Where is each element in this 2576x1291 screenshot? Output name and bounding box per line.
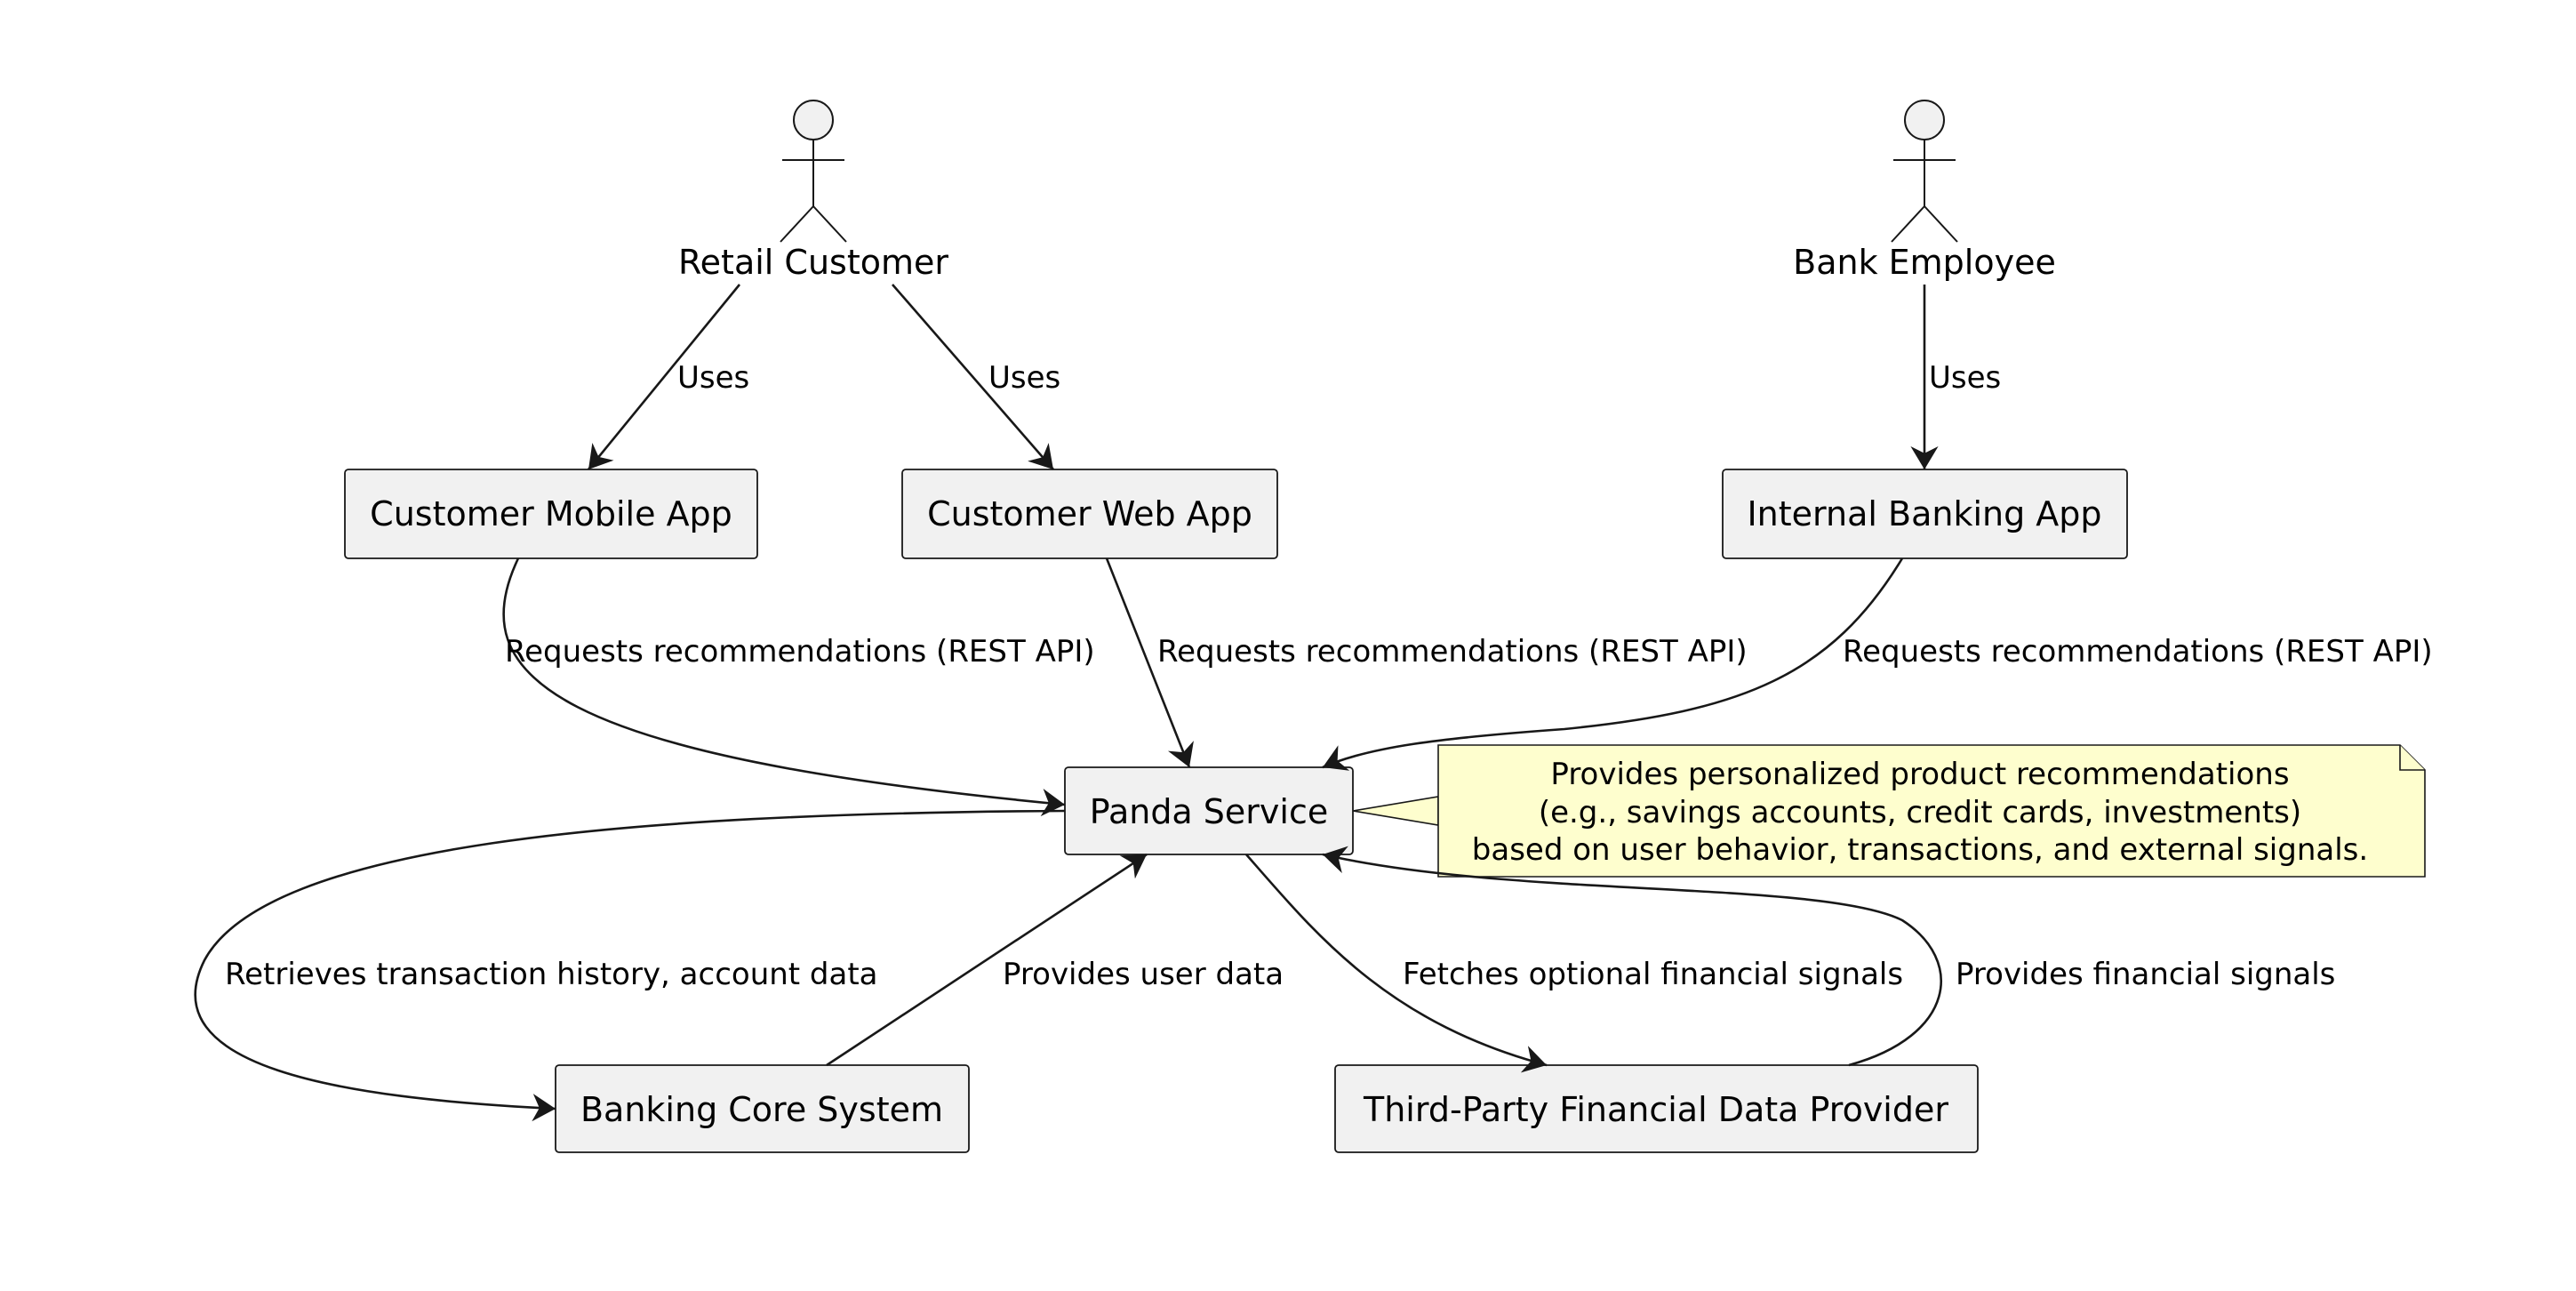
bank-employee-head [1904, 100, 1945, 140]
internal-banking-app-label: Internal Banking App [1747, 494, 2101, 533]
note-line-1: Provides personalized product recommenda… [1550, 757, 2289, 792]
edge-panda-to-core-line [194, 809, 1066, 1122]
edge-panda-to-provider: Fetches optional financial signals [1245, 854, 1903, 1073]
edge-panda-to-core: Retrieves transaction history, account d… [194, 809, 1066, 1122]
retail-customer-leg-left [780, 205, 814, 243]
edge-employee-to-internal-label: Uses [1929, 360, 2001, 396]
bank-employee-leg-right [1924, 205, 1958, 243]
edge-web-to-panda-label: Requests recommendations (REST API) [1157, 634, 1748, 670]
edge-core-to-panda: Provides user data [826, 853, 1284, 1067]
edge-core-to-panda-label: Provides user data [1003, 957, 1284, 992]
note-fold [2399, 745, 2425, 771]
panda-service-box[interactable]: Panda Service [1064, 766, 1354, 855]
customer-web-app-label: Customer Web App [927, 494, 1252, 533]
banking-core-system-label: Banking Core System [580, 1090, 943, 1129]
retail-customer-label: Retail Customer [678, 243, 948, 282]
panda-service-note: Provides personalized product recommenda… [1352, 744, 2426, 878]
banking-core-system-box[interactable]: Banking Core System [555, 1064, 970, 1153]
edge-panda-to-provider-line [1245, 854, 1548, 1073]
internal-banking-app-box[interactable]: Internal Banking App [1722, 469, 2128, 559]
edge-web-to-panda-line [1105, 557, 1194, 768]
edge-retail-to-mobile-label: Uses [677, 360, 749, 396]
panda-service-label: Panda Service [1090, 792, 1329, 831]
bank-employee-leg-left [1891, 205, 1925, 243]
third-party-provider-rect [1334, 1064, 1979, 1153]
edge-internal-to-panda: Requests recommendations (REST API) [1322, 557, 2433, 771]
edge-employee-to-internal: Uses [1910, 285, 2001, 469]
bank-employee-actor: Bank Employee [1793, 100, 2056, 282]
third-party-provider-label: Third-Party Financial Data Provider [1363, 1090, 1948, 1129]
customer-mobile-app-label: Customer Mobile App [370, 494, 732, 533]
edge-provider-to-panda-line [1322, 846, 1942, 1067]
edge-retail-to-mobile-line [587, 284, 741, 470]
third-party-provider-box[interactable]: Third-Party Financial Data Provider [1334, 1064, 1979, 1153]
edge-retail-to-web: Uses [892, 284, 1060, 470]
edge-provider-to-panda-label: Provides financial signals [1956, 957, 2335, 992]
note-body [1437, 744, 2426, 878]
customer-web-app-rect [901, 469, 1278, 559]
edge-mobile-to-panda-label: Requests recommendations (REST API) [505, 634, 1095, 670]
edge-mobile-to-panda: Requests recommendations (REST API) [502, 557, 1095, 817]
edge-panda-to-core-label: Retrieves transaction history, account d… [225, 957, 878, 992]
edge-provider-to-panda: Provides financial signals [1322, 846, 2335, 1067]
edge-internal-to-panda-line [1322, 557, 1904, 771]
edge-retail-to-mobile: Uses [587, 284, 749, 470]
retail-customer-head [793, 100, 834, 140]
edge-retail-to-web-line [892, 284, 1054, 470]
note-line-3: based on user behavior, transactions, an… [1472, 832, 2368, 868]
edge-mobile-to-panda-line [502, 557, 1066, 817]
customer-web-app-box[interactable]: Customer Web App [901, 469, 1278, 559]
edge-web-to-panda: Requests recommendations (REST API) [1105, 557, 1748, 768]
note-connector [1352, 796, 1439, 826]
edge-internal-to-panda-label: Requests recommendations (REST API) [1843, 634, 2433, 670]
bank-employee-label: Bank Employee [1793, 243, 2056, 282]
note-line-2: (e.g., savings accounts, credit cards, i… [1539, 795, 2301, 830]
edge-retail-to-web-label: Uses [988, 360, 1060, 396]
edge-panda-to-provider-label: Fetches optional financial signals [1403, 957, 1903, 992]
customer-mobile-app-rect [344, 469, 758, 559]
retail-customer-actor: Retail Customer [678, 100, 948, 282]
retail-customer-leg-right [812, 205, 847, 243]
edge-core-to-panda-line [826, 853, 1148, 1067]
customer-mobile-app-box[interactable]: Customer Mobile App [344, 469, 758, 559]
